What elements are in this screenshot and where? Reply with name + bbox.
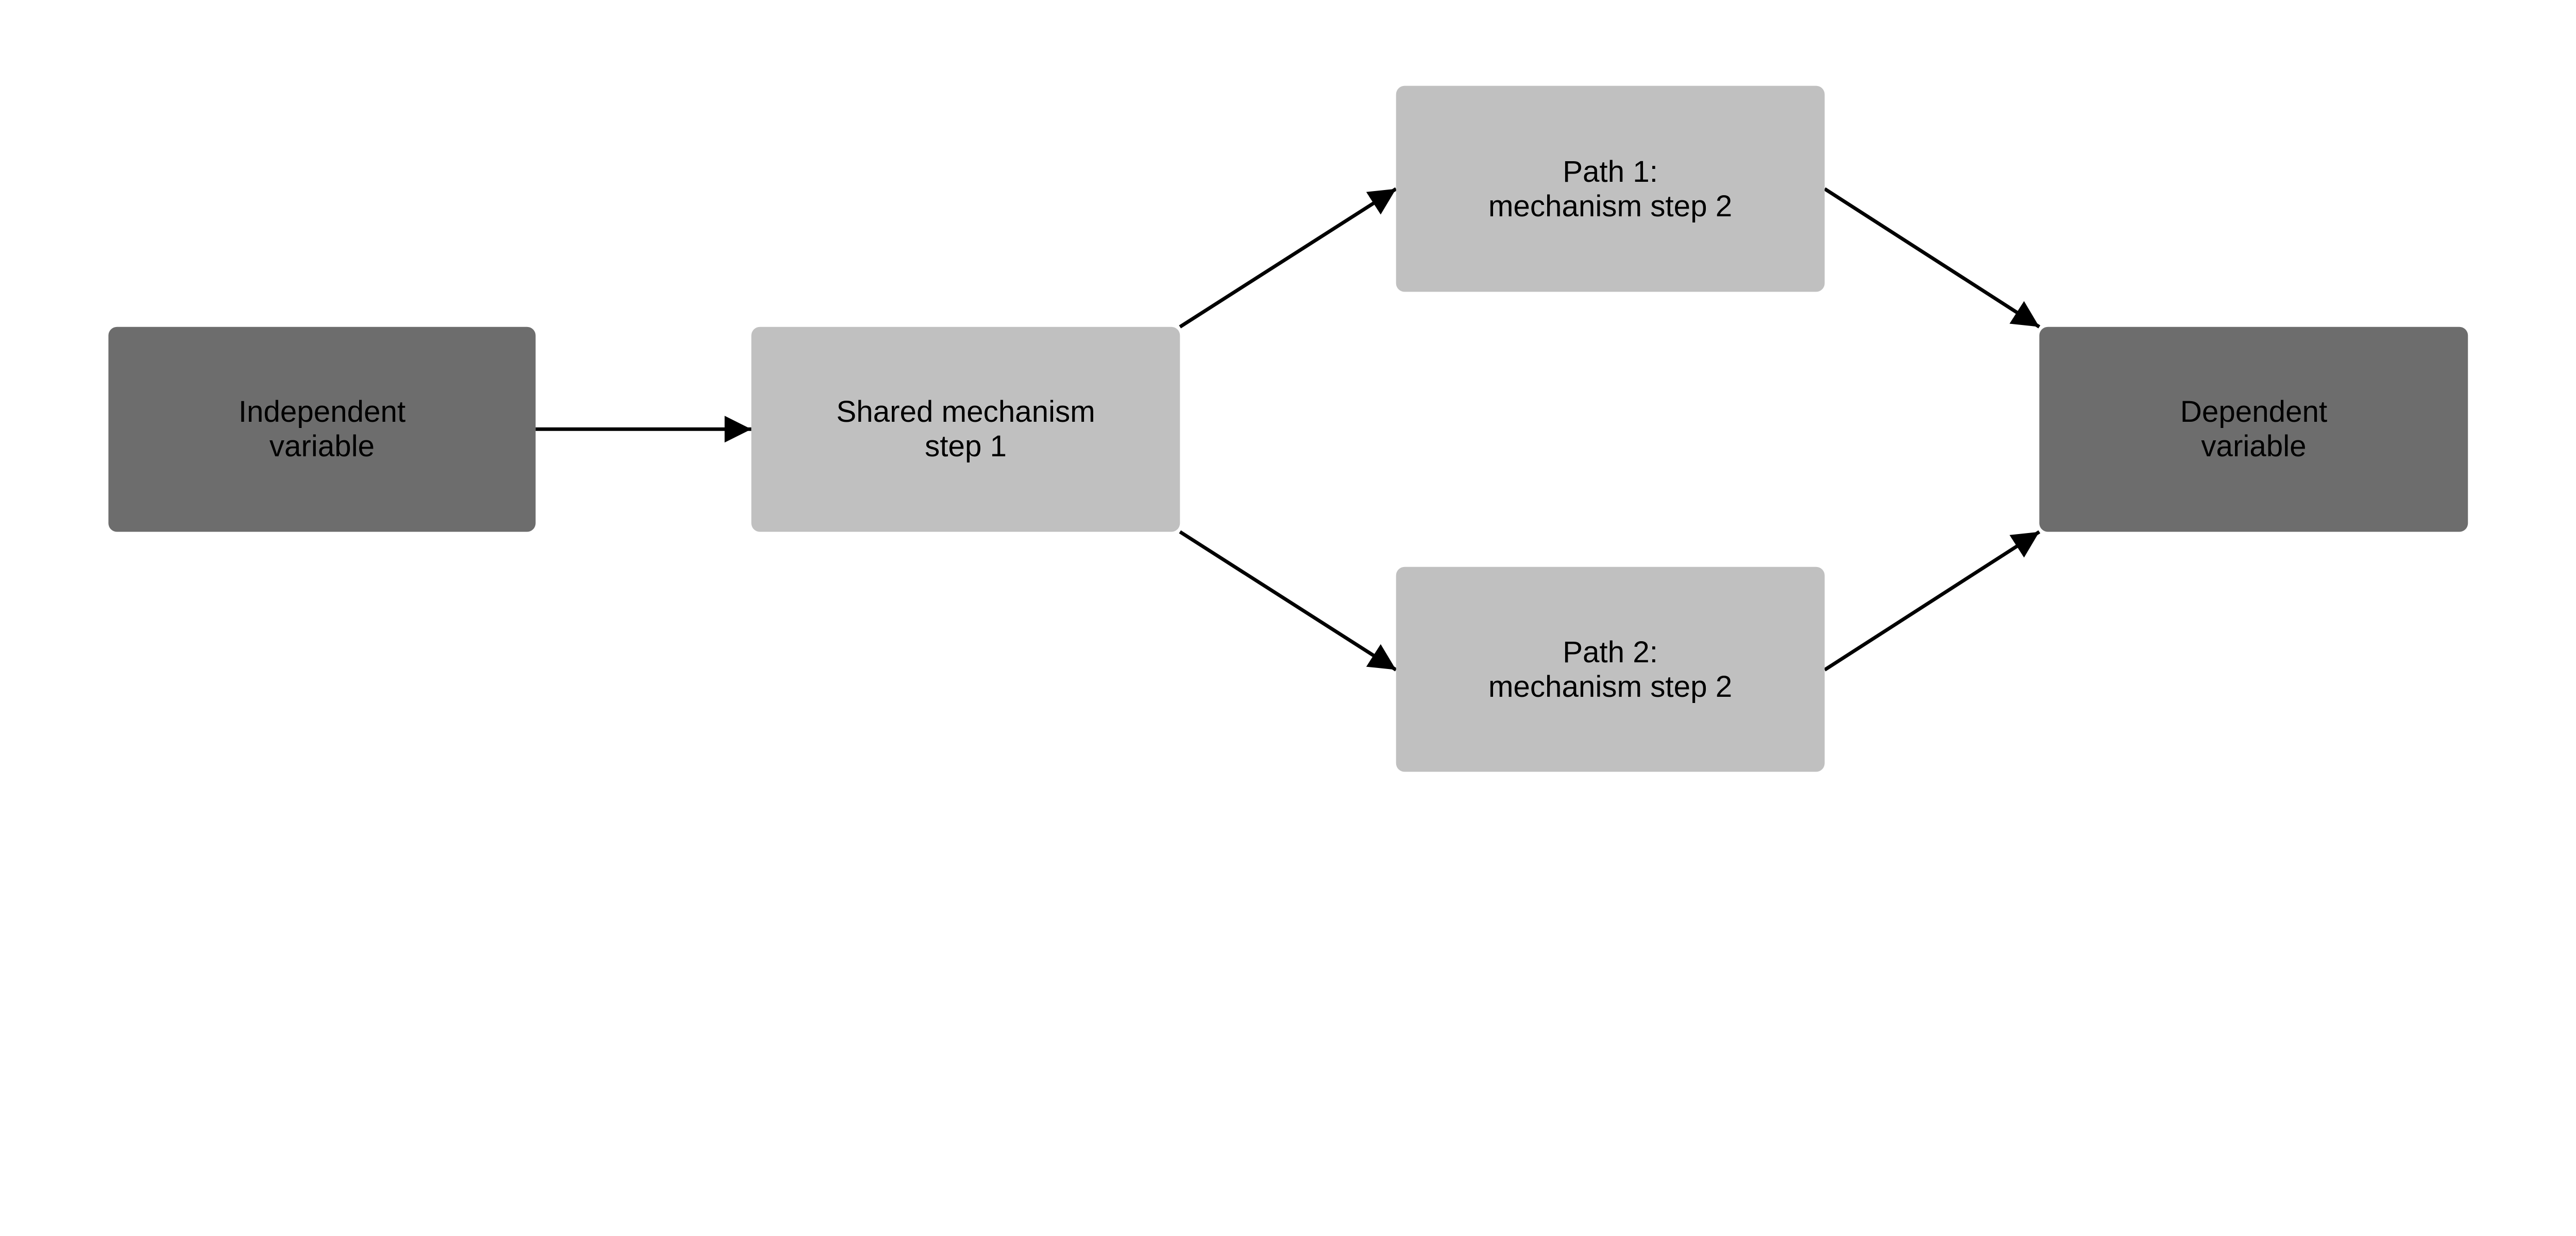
node-box-path1 [1396, 85, 1825, 292]
node-label-line2: step 1 [925, 430, 1007, 464]
node-label-line1: Independent [238, 395, 406, 429]
node-path-2: Path 2: mechanism step 2 [1488, 635, 1732, 704]
node-independent-variable: Independent variable [239, 394, 405, 464]
diagram-graphics [108, 85, 2468, 772]
edge-shared-to-path2 [1179, 530, 1397, 672]
node-label-line2: mechanism step 2 [1488, 189, 1733, 223]
edge-shared-to-path1 [1179, 187, 1397, 329]
node-label-line2: variable [269, 430, 375, 464]
node-box-shared [751, 327, 1180, 532]
node-dependent-variable: Dependent variable [2180, 394, 2327, 464]
node-box-path2 [1396, 566, 1825, 772]
node-label-line1: Path 1: [1563, 154, 1658, 188]
diagram-canvas: Independent variable Shared mechanism st… [108, 85, 2468, 772]
edge-path2-to-dependent [1823, 530, 2041, 672]
node-label-line2: variable [2201, 430, 2307, 464]
node-label-line1: Path 2: [1563, 635, 1658, 669]
node-label-line1: Dependent [2180, 395, 2328, 429]
node-shared-mechanism: Shared mechanism step 1 [836, 394, 1095, 464]
node-label-line1: Shared mechanism [836, 395, 1095, 429]
node-box-independent [108, 327, 536, 532]
node-label-line2: mechanism step 2 [1488, 670, 1733, 703]
edge-path1-to-dependent [1823, 187, 2041, 329]
node-box-dependent [2039, 327, 2468, 532]
node-path-1: Path 1: mechanism step 2 [1488, 154, 1732, 224]
